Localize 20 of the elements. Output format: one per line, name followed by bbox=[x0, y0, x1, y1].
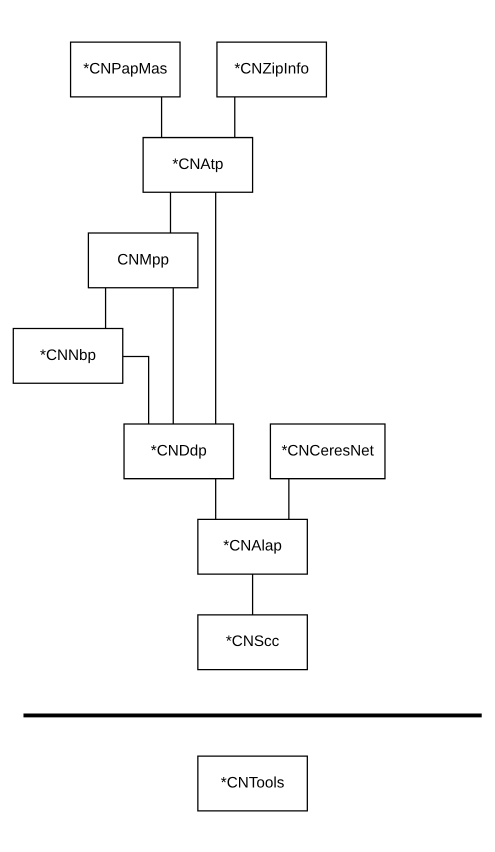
node-box: *CNZipInfo bbox=[216, 40, 328, 97]
node-box: CNMpp bbox=[88, 232, 198, 288]
node-box: *CNAlap bbox=[197, 518, 308, 574]
node-box: *CNCeresNet bbox=[270, 422, 386, 479]
connector bbox=[104, 288, 106, 328]
node-box: *CNScc bbox=[197, 614, 308, 670]
connector bbox=[160, 96, 162, 137]
connector bbox=[288, 478, 290, 519]
node-box: *CNNbp bbox=[12, 327, 124, 384]
connector bbox=[215, 478, 216, 519]
node-box: *CNDdp bbox=[123, 422, 234, 479]
node-box: *CNPapMas bbox=[70, 40, 181, 97]
connector bbox=[215, 192, 216, 424]
connector bbox=[234, 96, 236, 137]
node-box: *CNAtp bbox=[142, 136, 254, 192]
connector bbox=[170, 192, 172, 232]
connector bbox=[172, 288, 174, 424]
node-box: *CNTools bbox=[197, 755, 308, 812]
connector bbox=[123, 355, 150, 424]
connector bbox=[252, 574, 254, 614]
